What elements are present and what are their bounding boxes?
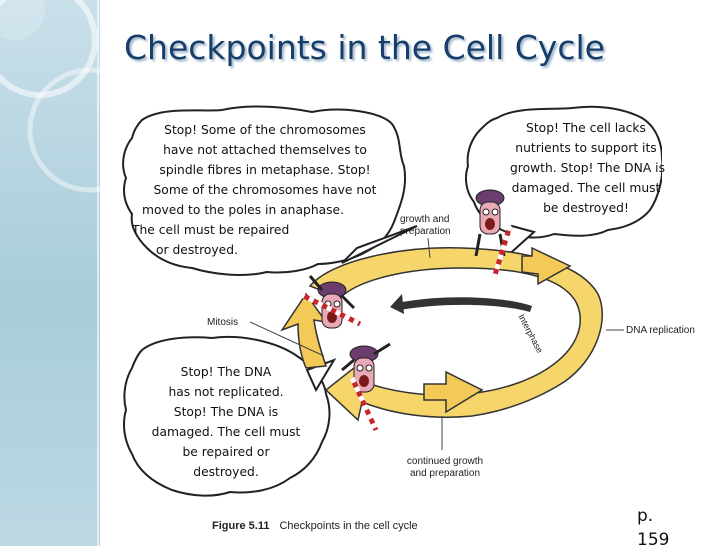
bubble-line: nutrients to support its — [515, 141, 657, 155]
cycle-ring — [280, 246, 603, 422]
bubble-line: has not replicated. — [168, 385, 284, 399]
decorative-sidebar — [0, 0, 100, 546]
bubble-bottom-left-text: Stop! The DNA has not replicated. Stop! … — [126, 362, 326, 482]
figure-caption-text: Checkpoints in the cell cycle — [279, 520, 418, 532]
bubble-line: be destroyed! — [543, 201, 629, 215]
figure-number: Figure 5.11 — [212, 520, 270, 532]
label-line: and preparation — [409, 468, 481, 479]
slide-title: Checkpoints in the Cell Cycle — [124, 28, 605, 67]
growth-leader — [427, 237, 431, 259]
bubble-top-right-text: Stop! The cell lacks nutrients to suppor… — [510, 118, 665, 218]
bubble-line: damaged. The cell must — [151, 425, 301, 439]
bubble-line: Stop! The DNA — [180, 365, 272, 379]
cell-cycle-figure: Stop! Some of the chromosomes have not a… — [102, 98, 695, 546]
bubble-top-left-text: Stop! Some of the chromosomes have not a… — [132, 120, 398, 260]
bubble-line: be repaired or — [182, 445, 270, 459]
mitosis-leader — [249, 321, 325, 357]
barrier-gate-icon — [349, 376, 379, 432]
label-line: growth and — [400, 214, 450, 225]
barrier-gate-icon — [298, 291, 362, 327]
page-reference: p. 159 — [637, 504, 677, 552]
page-ref-line: 159 — [637, 530, 670, 550]
bubble-line: moved to the poles in anaphase. — [142, 203, 345, 217]
bubble-line: Stop! The cell lacks — [526, 121, 646, 135]
page-ref-line: p. — [637, 506, 654, 526]
label-continued-growth: continued growth and preparation — [402, 456, 488, 480]
label-line: continued growth — [406, 456, 484, 467]
sidebar-circles — [0, 0, 100, 546]
bubble-line: have not attached themselves to — [163, 143, 367, 157]
barrier-gate-icon — [491, 225, 513, 279]
bubble-line: damaged. The cell must — [511, 181, 661, 195]
label-line: preparation — [400, 226, 451, 237]
bubble-top-right-shape — [465, 105, 662, 239]
figure-graphics — [122, 105, 662, 497]
bubble-line: destroyed. — [193, 465, 259, 479]
bubble-top-left-tail — [341, 225, 418, 264]
bubble-line: The cell must be repaired — [132, 223, 290, 237]
label-mitosis: Mitosis — [207, 317, 239, 328]
label-dna-replication: DNA replication — [626, 325, 695, 336]
bubble-line: Stop! The DNA is — [173, 405, 279, 419]
bubble-top-left-shape — [122, 105, 406, 276]
bubble-line: growth. Stop! The DNA is — [510, 161, 665, 175]
bubble-line: Some of the chromosomes have not — [153, 183, 377, 197]
checkpoint-guard-icon — [308, 275, 356, 329]
checkpoint-guard-icon — [474, 189, 506, 257]
figure-caption: Figure 5.11 Checkpoints in the cell cycle — [212, 520, 418, 532]
bubble-line: Stop! Some of the chromosomes — [164, 123, 366, 137]
bubble-bottom-left-shape — [123, 335, 331, 497]
label-growth-preparation: growth and preparation — [400, 214, 451, 238]
checkpoint-guard-icon — [341, 342, 391, 393]
bubble-line: spindle fibres in metaphase. Stop! — [159, 163, 371, 177]
bubble-line: or destroyed. — [156, 243, 238, 257]
